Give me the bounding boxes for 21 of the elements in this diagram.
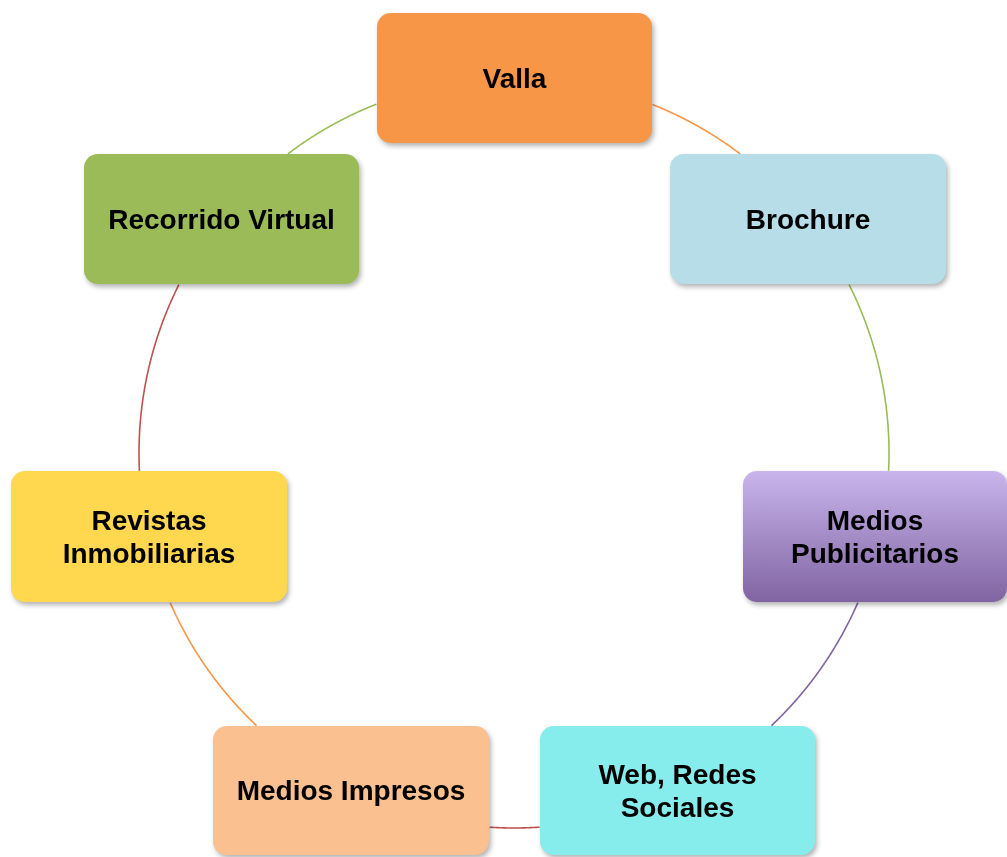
box-label: Medios Impresos: [236, 774, 466, 807]
rounded-box: [377, 13, 652, 143]
connector-arc: [770, 601, 859, 727]
box-label: Revistas Inmobiliarias: [61, 503, 237, 570]
connector-arc: [169, 601, 258, 727]
connector-arc: [848, 283, 890, 472]
connector-arc: [651, 103, 741, 155]
box-label: Brochure: [745, 202, 871, 236]
connector-arc: [488, 826, 541, 829]
rounded-box: [84, 154, 359, 284]
connector-arc: [138, 283, 180, 472]
box-label: Recorrido Virtual: [108, 202, 335, 236]
box-label: Valla: [482, 61, 547, 95]
rounded-box: [540, 726, 815, 855]
box-label: Medios Publicitarios: [789, 503, 960, 570]
connector-arc: [287, 103, 378, 155]
rounded-box: [743, 471, 1007, 602]
rounded-box: [11, 471, 287, 602]
rounded-box: [670, 154, 946, 284]
rounded-box: [213, 726, 489, 855]
box-label: Web, Redes Sociales: [597, 757, 758, 824]
